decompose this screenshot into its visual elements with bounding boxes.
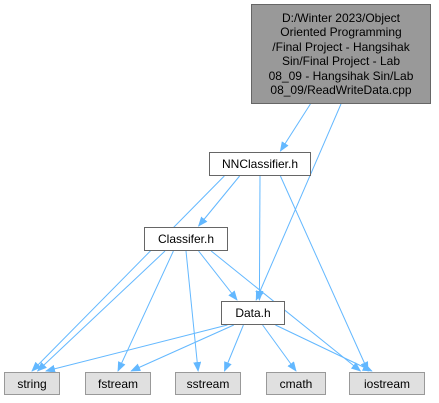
- root-line: 08_09 - Hangsihak Sin/Lab: [268, 68, 414, 83]
- edge-data-to-fstream: [130, 324, 235, 372]
- fstream-label: fstream: [97, 376, 138, 391]
- edge-data-to-cmath: [262, 324, 297, 372]
- edge-classifer-to-data: [198, 250, 238, 301]
- data-node[interactable]: Data.h: [221, 301, 285, 325]
- classifer-node[interactable]: Classifer.h: [144, 227, 228, 251]
- edge-nnclassifier-to-classifer: [197, 175, 240, 227]
- root-line: Oriented Programming: [280, 25, 402, 39]
- root-line: Sin/Final Project - Lab: [281, 54, 401, 68]
- edge-data-to-iostream: [275, 324, 373, 372]
- string-node[interactable]: string: [4, 372, 60, 395]
- sstream-node[interactable]: sstream: [175, 372, 241, 395]
- iostream-label: iostream: [363, 376, 410, 391]
- iostream-node[interactable]: iostream: [349, 372, 425, 395]
- data-label: Data.h: [235, 306, 271, 320]
- edge-data-to-sstream: [224, 324, 244, 372]
- edge-classifer-to-string: [36, 250, 166, 372]
- edge-nnclassifier-to-data: [255, 175, 264, 301]
- root-line: D:/Winter 2023/Object: [281, 10, 401, 25]
- edge-nnclassifier-to-iostream: [279, 175, 369, 372]
- fstream-node[interactable]: fstream: [85, 372, 151, 395]
- edge-classifer-to-fstream: [117, 250, 174, 372]
- sstream-label: sstream: [186, 376, 230, 391]
- edge-classifer-to-iostream: [210, 250, 362, 372]
- root-line: 08_09/ReadWriteData.cpp: [270, 83, 412, 97]
- edge-nnclassifier-to-string: [31, 175, 225, 372]
- edge-classifer-to-sstream: [185, 250, 202, 372]
- edges-layer: [31, 103, 373, 373]
- root-file-node[interactable]: D:/Winter 2023/Object Oriented Programmi…: [251, 4, 431, 104]
- nnclassifier-label: NNClassifier.h: [221, 157, 299, 171]
- root-line: /Final Project - Hangsihak: [272, 39, 410, 54]
- edge-root-to-data: [255, 103, 342, 301]
- string-label: string: [17, 376, 47, 391]
- cmath-label: cmath: [279, 376, 313, 391]
- root-file-label: D:/Winter 2023/Object Oriented Programmi…: [269, 11, 414, 98]
- nnclassifier-node[interactable]: NNClassifier.h: [209, 152, 311, 176]
- cmath-node[interactable]: cmath: [266, 372, 326, 395]
- edge-data-to-string: [45, 324, 228, 373]
- edge-root-to-nnclassifier: [279, 103, 311, 152]
- classifer-label: Classifer.h: [157, 232, 215, 246]
